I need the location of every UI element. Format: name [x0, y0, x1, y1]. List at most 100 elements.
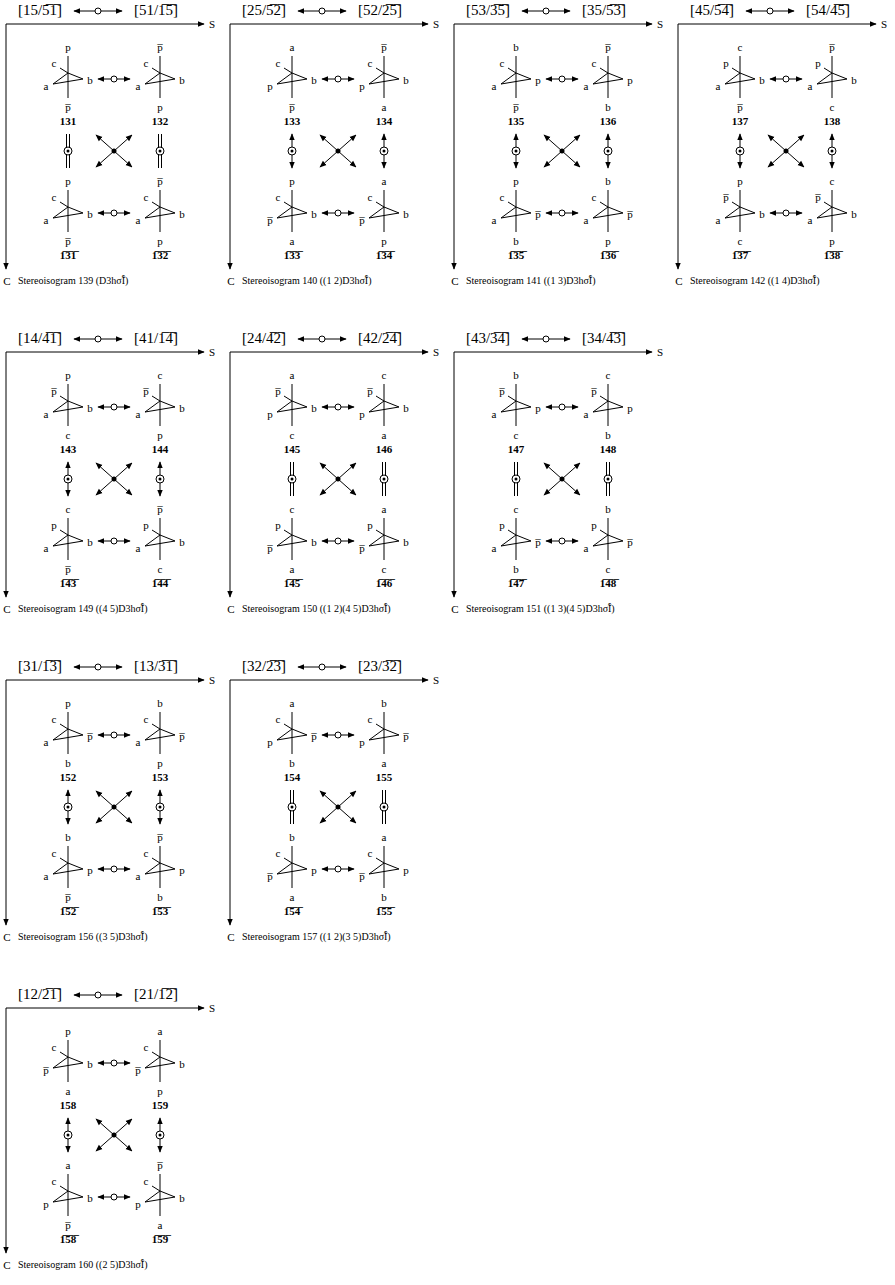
circled-dot	[67, 806, 70, 809]
axial-bond	[68, 518, 69, 560]
ligand-label: p	[829, 235, 835, 248]
caption: Stereoisogram 140 ((1 2)D3hσ̃Î)	[242, 275, 372, 287]
equatorial-bond	[501, 535, 531, 546]
rs-diastereomer-arrow	[384, 134, 385, 168]
ligand-label: p̅	[157, 175, 163, 188]
ligand-label: b	[157, 891, 163, 904]
open-circle	[95, 8, 101, 14]
equatorial-bond	[277, 207, 307, 218]
ligand-label: p	[499, 519, 505, 532]
equatorial-bond	[152, 68, 160, 73]
c-axis	[6, 24, 7, 269]
compound-number: 1̅5̅3̅	[152, 905, 169, 918]
ligand-label: b	[87, 402, 93, 415]
compound-number: 133	[284, 115, 301, 128]
s-axis	[6, 680, 204, 681]
ligand-label: c	[738, 41, 743, 54]
ligand-label: c	[592, 191, 597, 204]
ligand-label: b	[759, 208, 765, 221]
ligand-label: a	[382, 503, 387, 516]
header-label: [35/5̅3̅]	[582, 2, 626, 19]
open-circle	[543, 336, 549, 342]
equatorial-bond	[369, 535, 399, 546]
circled-dot	[159, 1134, 162, 1137]
axis-label: C	[675, 275, 682, 288]
cross-arrow	[96, 1119, 132, 1151]
ligand-label: p	[627, 402, 633, 415]
s-axis	[230, 24, 428, 25]
header-label: [23/3̅2̅]	[358, 658, 402, 675]
ligand-label: p̅	[65, 235, 71, 248]
open-circle	[335, 538, 341, 544]
equatorial-bond	[369, 401, 399, 412]
ligand-label: p̅	[65, 563, 71, 576]
caption: Stereoisogram 150 ((1 2)(4 5)D3hσ̃Î)	[242, 603, 391, 615]
compound-number: 1̅3̅6̅	[600, 249, 617, 262]
header-label: [21/1̅2̅]	[134, 986, 178, 1003]
axial-bond	[516, 384, 517, 426]
equatorial-bond	[60, 724, 68, 729]
ligand-label: a	[44, 80, 49, 93]
ligand-label: c	[290, 429, 295, 442]
header-label: [15/5̅1̅]	[18, 2, 62, 19]
circled-dot	[515, 150, 518, 153]
ligand-label: p̅	[627, 536, 633, 549]
equatorial-bond	[145, 401, 175, 412]
equatorial-bond	[53, 1191, 83, 1202]
axial-bond	[516, 190, 517, 232]
cross-arrow	[544, 463, 580, 495]
ligand-label: a	[44, 736, 49, 749]
equatorial-bond	[369, 729, 399, 740]
axis-label: C	[3, 603, 10, 616]
axis-label: S	[881, 18, 887, 31]
circled-dot	[604, 147, 612, 155]
ligand-label: b	[851, 74, 857, 87]
axis-label: C	[227, 931, 234, 944]
circled-dot	[512, 475, 520, 483]
ligand-label: c	[144, 57, 149, 70]
ligand-label: b	[513, 369, 519, 382]
ligand-label: p̅	[157, 41, 163, 54]
ligand-label: b	[87, 1058, 93, 1071]
ligand-label: p̅	[605, 41, 611, 54]
header-label: [52/2̅5̅]	[358, 2, 402, 19]
axial-bond	[160, 384, 161, 426]
ligand-label: a	[382, 757, 387, 770]
header-label: [31/1̅3̅]	[18, 658, 62, 675]
axial-bond	[68, 712, 69, 754]
ligand-label: c	[158, 563, 163, 576]
ligand-label: c	[382, 563, 387, 576]
ligand-label: c	[830, 175, 835, 188]
circled-dot	[288, 803, 296, 811]
equatorial-bond	[369, 73, 399, 84]
equatorial-bond	[376, 202, 384, 207]
ligand-label: a	[584, 408, 589, 421]
rs-diastereomer-arrow	[160, 462, 161, 496]
c-axis	[230, 680, 231, 925]
rs-diastereomer-arrow	[160, 790, 161, 824]
ligand-label: p	[87, 864, 93, 877]
equatorial-bond	[369, 863, 399, 874]
equatorial-bond	[60, 396, 68, 401]
rs-diastereomer-arrow	[68, 1118, 69, 1152]
equatorial-bond	[53, 729, 83, 740]
open-circle	[95, 664, 101, 670]
caption: Stereoisogram 149 ((4 5)D3hσ̃Î)	[18, 603, 148, 615]
circled-dot	[291, 806, 294, 809]
ligand-label: b	[513, 41, 519, 54]
ligand-label: p	[367, 519, 373, 532]
ligand-label: b	[87, 208, 93, 221]
rs-diastereomer-arrow	[160, 1118, 161, 1152]
c-axis	[6, 1008, 7, 1253]
equatorial-bond	[501, 207, 531, 218]
axial-bond	[384, 846, 385, 888]
cross-arrow	[544, 135, 580, 167]
ligand-label: a	[136, 214, 141, 227]
cross-arrow	[96, 135, 132, 167]
ligand-label: p	[65, 697, 71, 710]
compound-number: 1̅4̅4̅	[152, 577, 169, 590]
equatorial-bond	[53, 863, 83, 874]
equatorial-bond	[284, 396, 292, 401]
ligand-label: c	[66, 429, 71, 442]
ligand-label: p̅	[815, 191, 821, 204]
